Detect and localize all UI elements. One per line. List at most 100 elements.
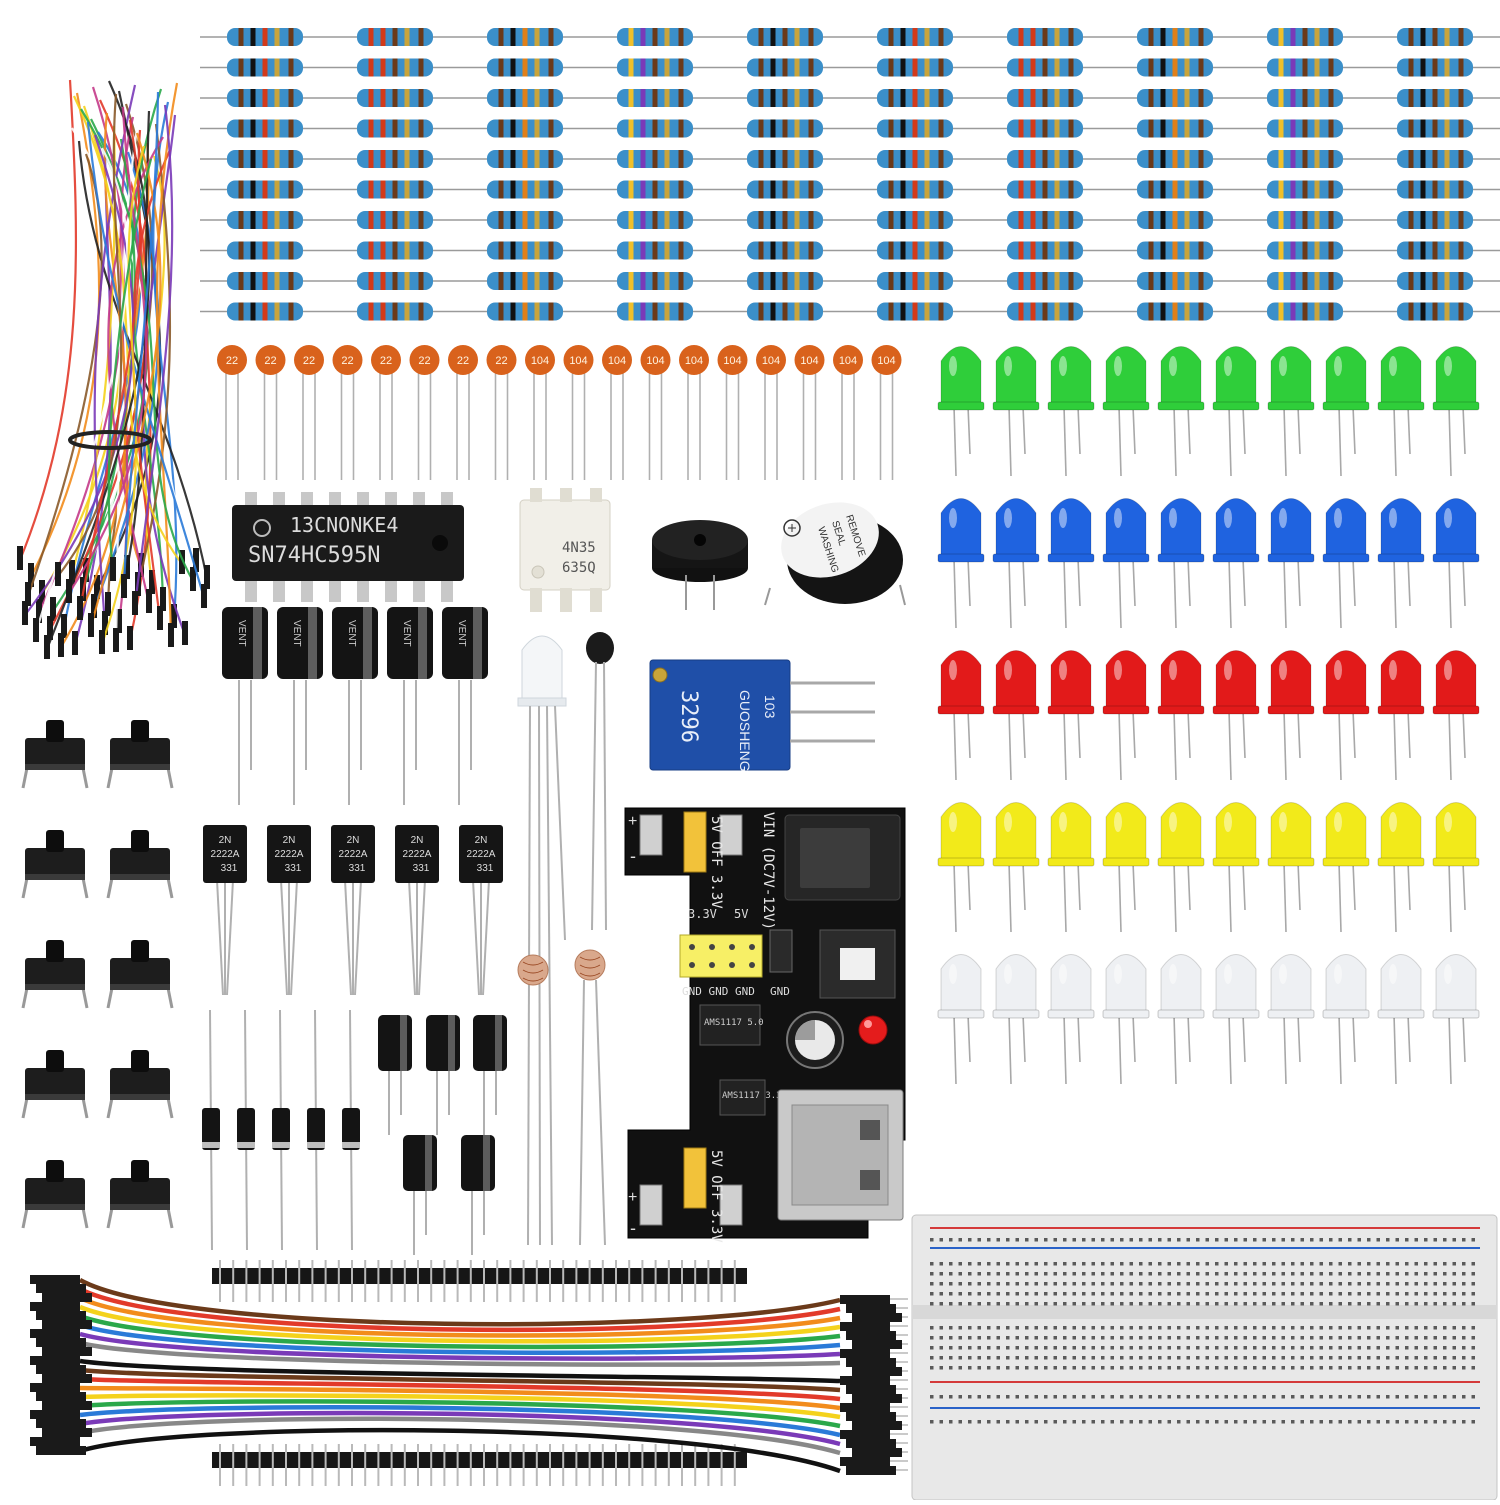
breadboard-hole (1338, 1292, 1342, 1296)
breadboard-hole (977, 1302, 981, 1306)
breadboard-hole (1443, 1272, 1447, 1276)
breadboard-hole (1395, 1336, 1399, 1340)
passive-buzzer (652, 520, 748, 610)
breadboard-hole (1357, 1282, 1361, 1286)
breadboard-hole (1015, 1292, 1019, 1296)
jumper-wire-end (182, 621, 188, 645)
breadboard-hole (977, 1272, 981, 1276)
breadboard-hole (996, 1292, 1000, 1296)
breadboard-hole (1186, 1262, 1190, 1266)
jumper-wire-end (69, 560, 75, 584)
breadboard-hole (1348, 1292, 1352, 1296)
breadboard-hole (1205, 1282, 1209, 1286)
breadboard-hole (1129, 1420, 1133, 1424)
breadboard-hole (1006, 1262, 1010, 1266)
opto-line2: 635Q (562, 560, 596, 576)
led-green (1377, 346, 1425, 477)
breadboard-hole (1044, 1356, 1048, 1360)
resistor (1370, 150, 1500, 168)
breadboard-hole (1110, 1262, 1114, 1266)
resistor (980, 180, 1110, 199)
optocoupler-4n35: 4N35 635Q (519, 488, 611, 612)
breadboard-hole (1091, 1326, 1095, 1330)
breadboard-hole (1433, 1336, 1437, 1340)
diode (342, 1009, 360, 1251)
breadboard-hole (1158, 1272, 1162, 1276)
led-green (1047, 346, 1095, 477)
resistor (330, 150, 460, 168)
breadboard-hole (1348, 1346, 1352, 1350)
breadboard-hole (1110, 1326, 1114, 1330)
breadboard-hole (1034, 1262, 1038, 1266)
capacitor-brand-label: VENT (401, 620, 412, 647)
breadboard-hole (1376, 1356, 1380, 1360)
breadboard-hole (1281, 1292, 1285, 1296)
breadboard-hole (1291, 1302, 1295, 1306)
resistor (1110, 302, 1240, 321)
breadboard-hole (1025, 1292, 1029, 1296)
breadboard-hole (1386, 1336, 1390, 1340)
breadboard-hole (1386, 1282, 1390, 1286)
breadboard-hole (958, 1356, 962, 1360)
breadboard-hole (1101, 1346, 1105, 1350)
breadboard-hole (1120, 1366, 1124, 1370)
breadboard-hole (1414, 1395, 1418, 1399)
breadboard-hole (1329, 1326, 1333, 1330)
resistor (460, 302, 590, 321)
breadboard-hole (996, 1366, 1000, 1370)
plus-icon (783, 519, 801, 537)
dupont-connector (840, 1403, 890, 1412)
breadboard-hole (1177, 1272, 1181, 1276)
breadboard-hole (1006, 1272, 1010, 1276)
dupont-connector (840, 1376, 890, 1385)
breadboard-hole (939, 1302, 943, 1306)
breadboard-hole (1471, 1420, 1475, 1424)
breadboard-hole (1310, 1395, 1314, 1399)
resistor (720, 302, 850, 321)
breadboard-hole (1053, 1336, 1057, 1340)
breadboard-hole (1243, 1262, 1247, 1266)
breadboard-hole (1310, 1326, 1314, 1330)
ribbon-wire (78, 1278, 841, 1327)
breadboard-hole (1177, 1356, 1181, 1360)
led-yellow (992, 802, 1040, 933)
breadboard-hole (1120, 1282, 1124, 1286)
capacitor-value-label: 22 (303, 355, 315, 367)
breadboard-hole (1205, 1292, 1209, 1296)
breadboard-hole (1433, 1326, 1437, 1330)
tactile-button (21, 830, 89, 899)
resistor (1110, 119, 1240, 138)
transistor-label-line1: 2N (411, 835, 424, 846)
jumper-wire-end (47, 616, 53, 640)
ribbon-wire (79, 1416, 841, 1456)
jumper-wire (18, 79, 78, 561)
resistor (590, 119, 720, 138)
breadboard-hole (1196, 1326, 1200, 1330)
breadboard-hole (1243, 1420, 1247, 1424)
breadboard-hole (1015, 1420, 1019, 1424)
breadboard-hole (1462, 1262, 1466, 1266)
breadboard-hole (1082, 1272, 1086, 1276)
breadboard-hole (1205, 1262, 1209, 1266)
breadboard-hole (1034, 1420, 1038, 1424)
breadboard-hole (1205, 1420, 1209, 1424)
breadboard-hole (1443, 1420, 1447, 1424)
breadboard-hole (1091, 1272, 1095, 1276)
breadboard-hole (1101, 1366, 1105, 1370)
breadboard-hole (1025, 1262, 1029, 1266)
breadboard-hole (1110, 1302, 1114, 1306)
breadboard-hole (1110, 1282, 1114, 1286)
breadboard-hole (1186, 1356, 1190, 1360)
ceramic-capacitor: 22 (294, 345, 324, 480)
breadboard-hole (930, 1336, 934, 1340)
breadboard-hole (1452, 1420, 1456, 1424)
dupont-connector (36, 1311, 86, 1320)
breadboard-hole (1044, 1326, 1048, 1330)
breadboard-hole (987, 1366, 991, 1370)
breadboard-hole (939, 1336, 943, 1340)
transistor-label-line3: 331 (349, 863, 366, 874)
breadboard-hole (1291, 1272, 1295, 1276)
resistor (720, 272, 850, 290)
